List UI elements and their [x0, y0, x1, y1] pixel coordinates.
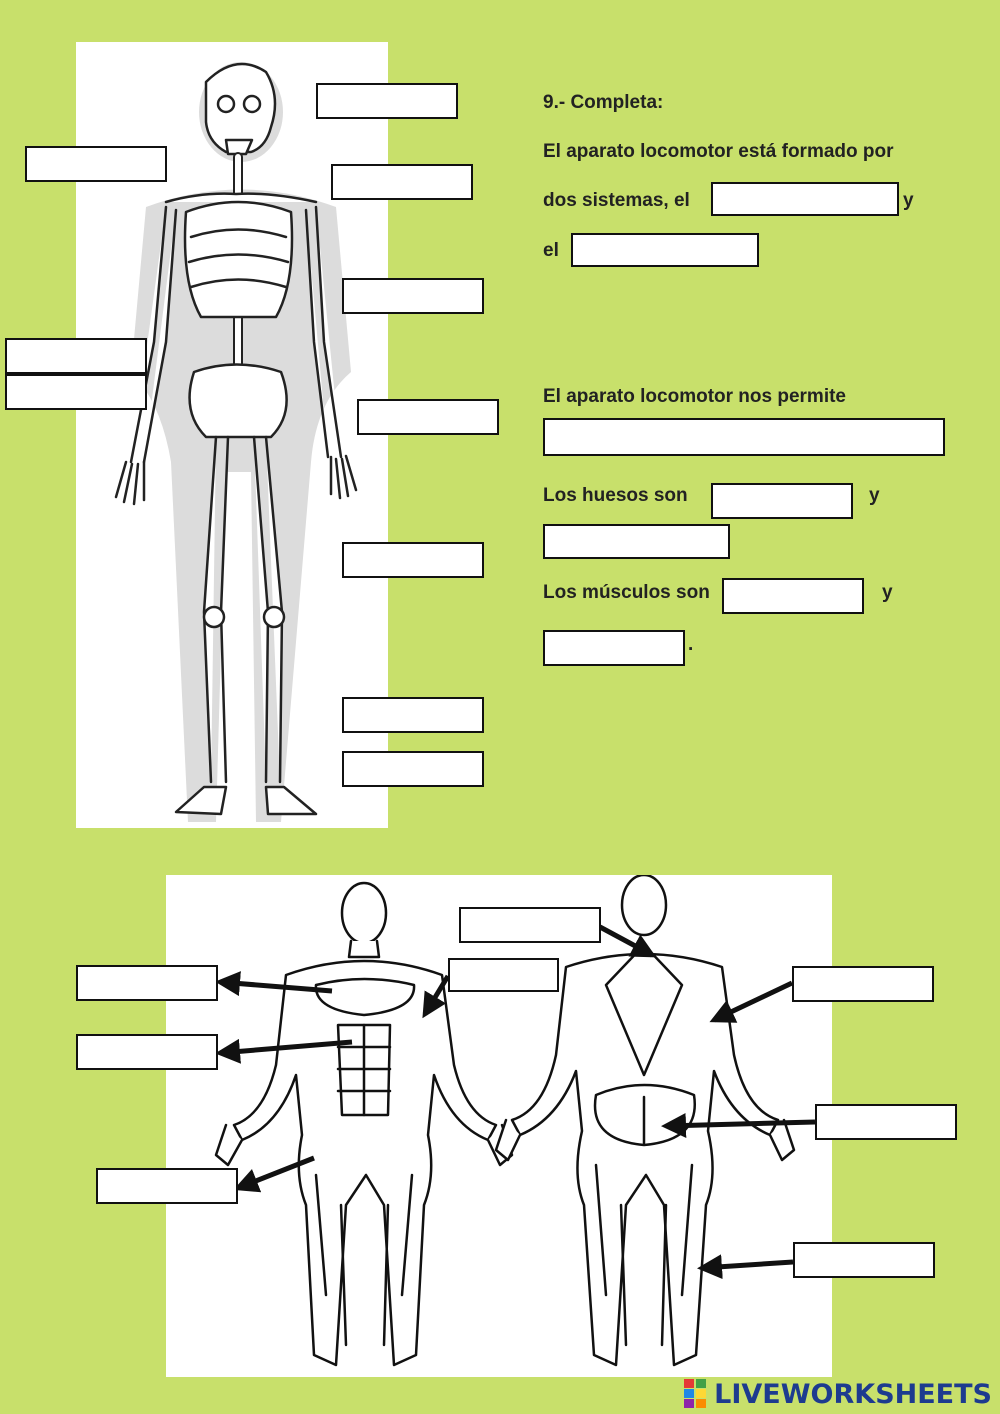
question-line-1: El aparato locomotor está formado por: [543, 141, 894, 162]
question-permite: El aparato locomotor nos permite: [543, 386, 846, 407]
muscle-label-abdominal[interactable]: [76, 1034, 218, 1070]
skeleton-illustration: [114, 62, 358, 822]
liveworksheets-logo-icon: [684, 1379, 707, 1408]
answer-musculos-1[interactable]: [722, 578, 864, 614]
skeleton-label-left-2[interactable]: [5, 338, 147, 374]
conjunction-y-3: y: [882, 582, 893, 603]
question-huesos: Los huesos son: [543, 485, 688, 506]
muscle-label-quadriceps[interactable]: [96, 1168, 238, 1204]
answer-musculos-2[interactable]: [543, 630, 685, 666]
muscle-label-triceps[interactable]: [792, 966, 934, 1002]
skeleton-label-skull[interactable]: [316, 83, 458, 119]
skeleton-label-pelvis[interactable]: [357, 399, 499, 435]
skeleton-label-clavicle[interactable]: [331, 164, 473, 200]
brand-logo: LIVEWORKSHEETS: [684, 1378, 992, 1410]
skeleton-label-left-3[interactable]: [5, 374, 147, 410]
article-el: el: [543, 240, 559, 261]
skeleton-label-femur[interactable]: [342, 542, 484, 578]
answer-huesos-2[interactable]: [543, 524, 730, 559]
skeleton-label-left-1[interactable]: [25, 146, 167, 182]
conjunction-y-1: y: [903, 190, 914, 211]
answer-permite[interactable]: [543, 418, 945, 456]
muscles-illustration: [214, 873, 796, 1367]
muscle-label-gluteus[interactable]: [815, 1104, 957, 1140]
skeleton-label-tibia[interactable]: [342, 697, 484, 733]
question-line-2: dos sistemas, el: [543, 190, 690, 211]
exercise-heading: 9.- Completa:: [543, 92, 664, 113]
muscle-label-pectoral[interactable]: [76, 965, 218, 1001]
muscle-label-gastrocnemius[interactable]: [793, 1242, 935, 1278]
muscle-label-biceps[interactable]: [448, 958, 559, 992]
question-musculos: Los músculos son: [543, 582, 710, 603]
muscles-panel: [166, 873, 832, 1377]
answer-system-2[interactable]: [571, 233, 759, 267]
muscle-label-trapezius[interactable]: [459, 907, 601, 943]
skeleton-label-ribs[interactable]: [342, 278, 484, 314]
conjunction-y-2: y: [869, 485, 880, 506]
brand-name: LIVEWORKSHEETS: [714, 1378, 992, 1410]
period: .: [688, 634, 694, 655]
skeleton-label-fibula[interactable]: [342, 751, 484, 787]
answer-system-1[interactable]: [711, 182, 899, 216]
answer-huesos-1[interactable]: [711, 483, 853, 519]
